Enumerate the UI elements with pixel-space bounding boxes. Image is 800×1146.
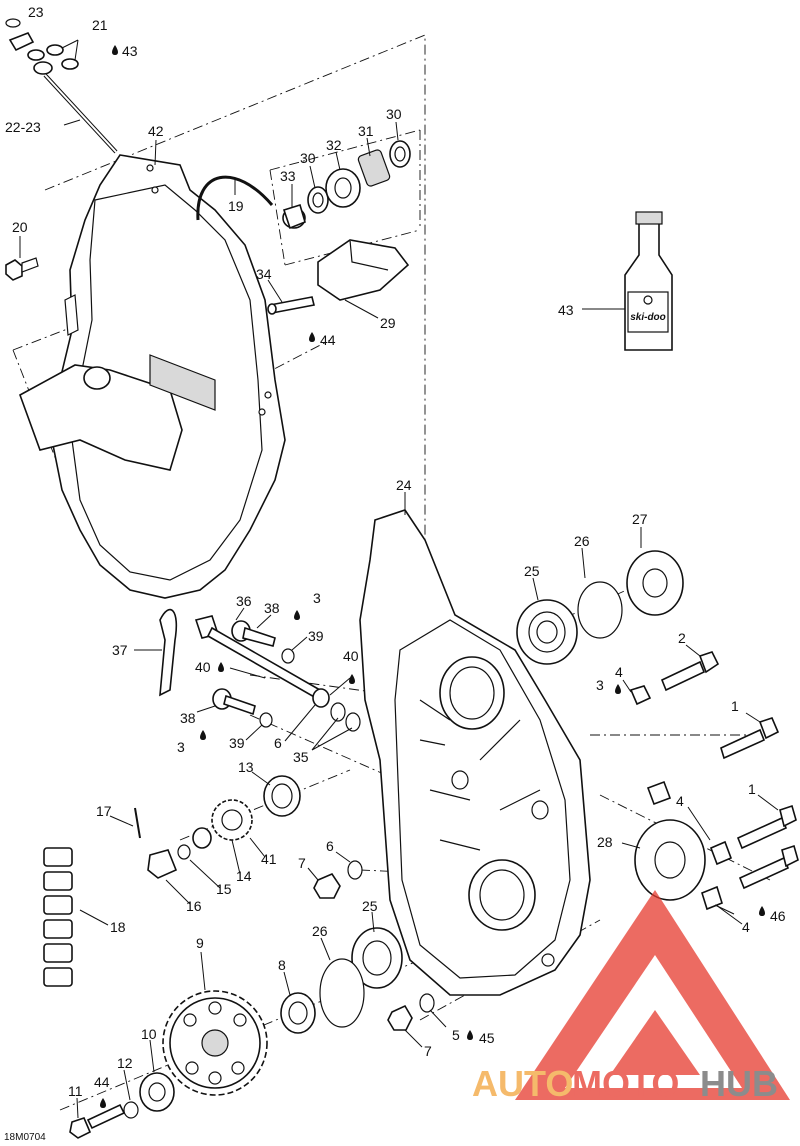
drop-icon-3c [200,730,206,740]
callout-42: 42 [148,123,164,139]
bolt-20 [5,257,39,281]
callout-31: 31 [358,123,374,139]
oil-bottle: ski-doo [624,211,673,351]
callout-1a: 1 [731,698,739,714]
drop-icon-40b [349,674,355,684]
callout-21: 21 [92,17,108,33]
callout-39b: 39 [229,735,245,751]
callout-4b: 4 [676,793,684,809]
callout-45: 45 [479,1030,495,1046]
callout-7b: 7 [424,1043,432,1059]
callout-33: 33 [280,168,296,184]
automotohub-watermark: AUTO MOTO HUB [472,890,790,1104]
callout-44a: 44 [320,332,336,348]
nut-washer-center [313,860,363,899]
chaincase-housing [359,509,591,996]
callout-6a: 6 [274,735,282,751]
chaincase-cover [19,154,286,599]
small-sprocket-group [134,775,301,879]
callout-3b: 3 [596,677,604,693]
callout-20: 20 [12,219,28,235]
callout-30a: 30 [300,150,316,166]
drop-icon-44a [309,332,315,342]
callout-26a: 26 [574,533,590,549]
callout-40b: 40 [343,648,359,664]
callout-37: 37 [112,642,128,658]
chain [43,847,73,987]
callout-4c: 4 [742,919,750,935]
drop-icon-40a [218,662,224,672]
middle-left-hardware [159,608,361,732]
callout-29: 29 [380,315,396,331]
callout-16: 16 [186,898,202,914]
diagram-code: 18M0704 [4,1132,46,1143]
upper-bearing-group [516,550,684,665]
lower-bearing-group [280,927,435,1034]
callout-28: 28 [597,834,613,850]
callout-15: 15 [216,881,232,897]
callout-8: 8 [278,957,286,973]
callout-12: 12 [117,1055,133,1071]
dipstick-assembly [5,18,118,154]
callout-32: 32 [326,137,342,153]
callout-40a: 40 [195,659,211,675]
watermark-moto: MOTO [572,1063,679,1104]
callout-labels: 23 21 43 22-23 42 19 20 33 30 32 31 30 3… [4,4,786,1143]
bottle-brand: ski-doo [630,312,666,323]
large-sprocket-group [69,990,268,1139]
callout-46: 46 [770,908,786,924]
drop-icon-45 [467,1030,473,1040]
callout-7a: 7 [298,855,306,871]
callout-11: 11 [68,1083,83,1099]
callout-43b: 43 [558,302,574,318]
callout-22-23: 22-23 [5,119,41,135]
callout-19: 19 [228,198,244,214]
callout-39a: 39 [308,628,324,644]
watermark-hub: HUB [700,1063,778,1104]
callout-9: 9 [196,935,204,951]
drop-icon-44b [100,1098,106,1108]
callout-26b: 26 [312,923,328,939]
lubricant-drop-icons [100,45,765,1108]
callout-38a: 38 [264,600,280,616]
callout-3c: 3 [177,739,185,755]
lower-washer-28 [634,819,706,901]
watermark-auto: AUTO [472,1063,573,1104]
callout-41: 41 [261,851,277,867]
drop-icon-46 [759,906,765,916]
leader-lines [19,119,779,1119]
gasket-cord [196,175,274,221]
callout-25b: 25 [362,898,378,914]
callout-10: 10 [141,1026,157,1042]
callout-13: 13 [238,759,254,775]
callout-36: 36 [236,593,252,609]
drop-icon-3b [615,684,621,694]
callout-18: 18 [110,919,126,935]
callout-25a: 25 [524,563,540,579]
callout-44b: 44 [94,1074,110,1090]
drop-icon-3a [294,610,300,620]
drop-icon-43 [112,45,118,55]
callout-2: 2 [678,630,686,646]
callout-17: 17 [96,803,112,819]
callout-4a: 4 [615,664,623,680]
callout-1b: 1 [748,781,756,797]
right-bolts [629,651,799,911]
callout-3a: 3 [313,590,321,606]
callout-30b: 30 [386,106,402,122]
callout-14: 14 [236,868,252,884]
callout-27: 27 [632,511,648,527]
callout-5: 5 [452,1027,460,1043]
callout-24: 24 [396,477,412,493]
tensioner-bearing-stack [267,140,411,315]
callout-34: 34 [256,266,272,282]
callout-6b: 6 [326,838,334,854]
callout-38b: 38 [180,710,196,726]
callout-35: 35 [293,749,309,765]
callout-43a: 43 [122,43,138,59]
callout-23: 23 [28,4,44,20]
